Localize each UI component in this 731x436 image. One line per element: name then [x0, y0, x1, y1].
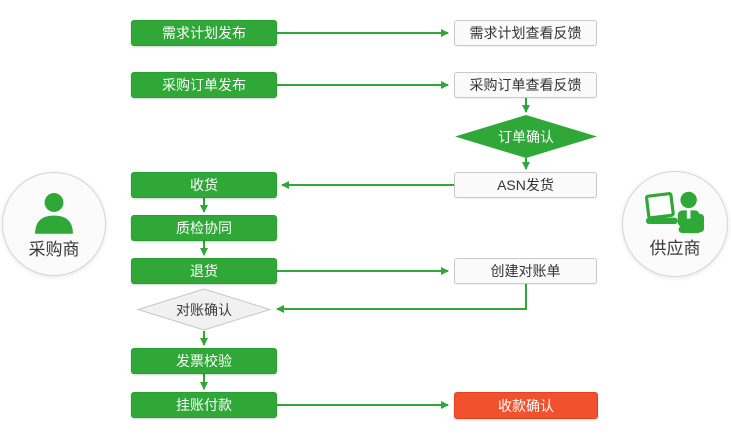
- node-demand-plan-feedback-label: 需求计划查看反馈: [469, 25, 582, 41]
- node-statement-confirm: 对账确认: [136, 288, 272, 331]
- node-quality-check: 质检协同: [131, 215, 277, 241]
- node-receipt-confirm-label: 收款确认: [498, 397, 554, 414]
- gray-diamond-shape: [136, 288, 272, 331]
- node-demand-plan-publish-label: 需求计划发布: [162, 25, 246, 41]
- node-payment-label: 挂账付款: [176, 397, 232, 413]
- node-demand-plan-feedback: 需求计划查看反馈: [454, 20, 597, 46]
- node-po-feedback-label: 采购订单查看反馈: [469, 77, 582, 93]
- buyer-person-icon: [35, 193, 73, 234]
- node-order-confirm-label: 订单确认: [498, 128, 554, 145]
- node-create-statement: 创建对账单: [454, 258, 597, 284]
- node-order-confirm: 订单确认: [455, 115, 597, 158]
- node-statement-confirm-label: 对账确认: [176, 301, 232, 318]
- node-demand-plan-publish: 需求计划发布: [131, 20, 277, 46]
- node-invoice-verify: 发票校验: [131, 348, 277, 374]
- node-receipt-confirm: 收款确认: [454, 392, 598, 419]
- node-invoice-verify-label: 发票校验: [176, 353, 232, 369]
- node-receive: 收货: [131, 172, 277, 198]
- node-po-publish-label: 采购订单发布: [162, 77, 246, 93]
- actor-buyer-label: 采购商: [28, 240, 80, 259]
- node-po-publish: 采购订单发布: [131, 72, 277, 98]
- node-po-feedback: 采购订单查看反馈: [454, 72, 597, 98]
- node-create-statement-label: 创建对账单: [490, 263, 561, 279]
- node-return-goods-label: 退货: [190, 263, 218, 279]
- node-receive-label: 收货: [190, 177, 218, 193]
- actor-supplier-label: 供应商: [649, 239, 701, 258]
- edge-stmt-confirm: [276, 284, 527, 313]
- node-return-goods: 退货: [131, 258, 277, 284]
- node-quality-check-label: 质检协同: [176, 220, 232, 236]
- supplier-laptop-person-icon: [645, 191, 705, 234]
- node-asn-ship-label: ASN发货: [497, 177, 554, 193]
- node-asn-ship: ASN发货: [454, 172, 597, 198]
- node-payment: 挂账付款: [131, 392, 277, 418]
- actor-buyer: 采购商: [2, 172, 106, 276]
- green-diamond-shape: [455, 115, 597, 158]
- actor-supplier: 供应商: [622, 171, 728, 277]
